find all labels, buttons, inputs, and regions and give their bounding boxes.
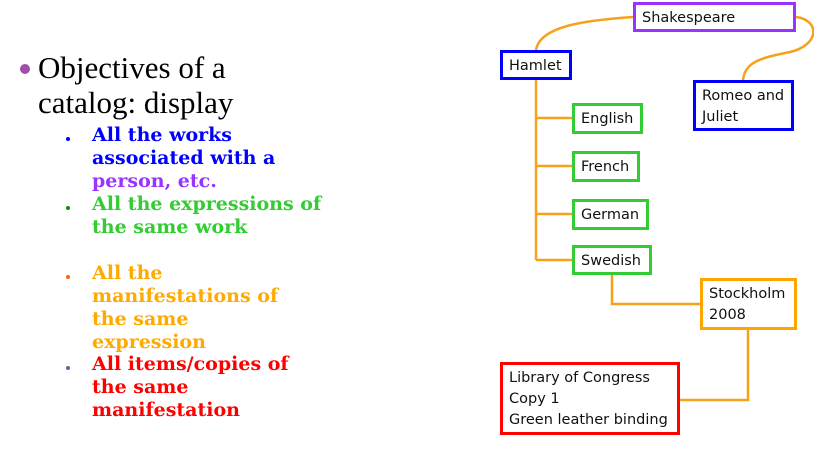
manifestation-place: Stockholm: [709, 286, 786, 302]
bullet-works-person: person, etc.: [92, 170, 217, 192]
sub-bullet-dot: [66, 366, 70, 370]
bullet-dot: [20, 64, 30, 74]
connector-hamlet-expressions: [534, 80, 572, 262]
node-expression-swedish: Swedish: [572, 245, 652, 275]
bullet-works-text: All the works associated with a: [92, 124, 276, 169]
node-expression-german: German: [572, 199, 649, 230]
item-copy: Copy 1: [509, 391, 560, 407]
sub-bullet-dot: [66, 206, 70, 210]
node-expression-french: French: [572, 151, 640, 182]
node-work-romeo: Romeo and Juliet: [693, 80, 794, 131]
bullet-items: All items/copies of the same manifestati…: [92, 353, 289, 421]
connector-swedish-stockholm: [610, 275, 700, 306]
bullet-manifestations: All the manifestations of the same expre…: [92, 262, 279, 353]
connector-person-hamlet: [534, 15, 634, 51]
manifestation-year: 2008: [709, 307, 746, 323]
sub-bullet-dot: [66, 275, 70, 279]
node-manifestation: Stockholm 2008: [700, 278, 797, 330]
connector-person-romeo: [741, 15, 814, 81]
item-binding: Green leather binding: [509, 412, 668, 428]
sub-bullet-dot: [66, 137, 70, 141]
node-person: Shakespeare: [633, 2, 796, 32]
item-library: Library of Congress: [509, 370, 650, 386]
node-expression-english: English: [572, 103, 643, 134]
connector-stockholm-item: [680, 330, 750, 402]
bullet-expressions: All the expressions of the same work: [92, 193, 322, 238]
node-work-hamlet: Hamlet: [500, 50, 572, 80]
slide-heading: Objectives of a catalog: display: [38, 50, 234, 120]
bullet-works: All the works associated with a person, …: [92, 124, 322, 193]
